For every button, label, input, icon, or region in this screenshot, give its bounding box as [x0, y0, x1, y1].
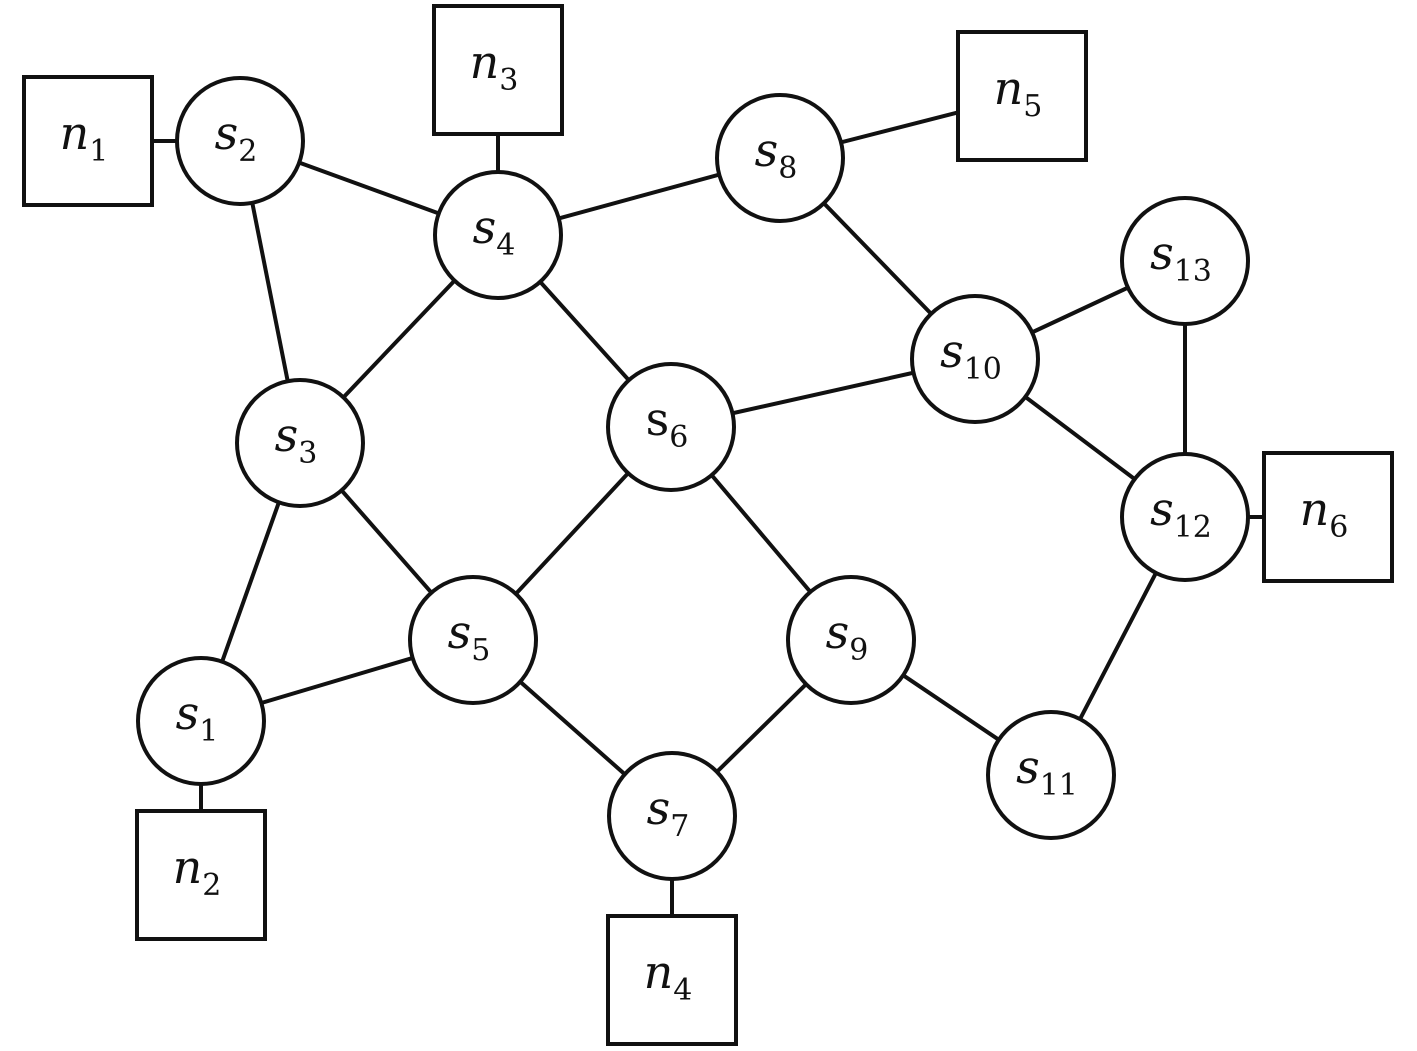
node-label-n3: n3 [470, 35, 519, 98]
switch-circle [607, 751, 737, 881]
switch-node-s12: s12 [1120, 452, 1250, 582]
node-label-base: s [1150, 226, 1174, 280]
node-label-s7: s7 [647, 781, 690, 844]
node-label-base: s [755, 123, 779, 177]
switch-node-s2: s2 [175, 76, 305, 206]
node-label-s8: s8 [755, 123, 798, 186]
node-label-subscript: 5 [1023, 89, 1042, 124]
node-label-base: s [176, 686, 200, 740]
switch-node-s13: s13 [1120, 196, 1250, 326]
switch-node-s3: s3 [235, 378, 365, 508]
node-label-base: s [473, 200, 497, 254]
node-label-base: n [644, 945, 674, 999]
node-label-subscript: 2 [238, 134, 257, 169]
host-node-n5: n5 [956, 30, 1088, 162]
switch-circle [910, 294, 1040, 424]
node-label-n4: n4 [644, 945, 693, 1008]
switch-circle [175, 76, 305, 206]
switch-node-s6: s6 [606, 362, 736, 492]
switch-node-s7: s7 [607, 751, 737, 881]
node-label-base: n [470, 35, 500, 89]
node-label-subscript: 11 [1040, 768, 1078, 803]
node-layer: s1s2s3s4s5s6s7s8s9s10s11s12s13n1n2n3n4n5… [22, 4, 1394, 1046]
node-label-base: s [275, 408, 299, 462]
switch-node-s11: s11 [986, 710, 1116, 840]
switch-node-s1: s1 [136, 656, 266, 786]
node-label-s9: s9 [826, 605, 869, 668]
node-label-base: s [1150, 482, 1174, 536]
switch-circle [606, 362, 736, 492]
switch-node-s8: s8 [715, 93, 845, 223]
node-label-s11: s11 [1016, 740, 1078, 803]
host-square [606, 914, 738, 1046]
node-label-n6: n6 [1300, 482, 1349, 545]
node-label-subscript: 6 [669, 420, 688, 455]
host-node-n1: n1 [22, 75, 154, 207]
node-label-s10: s10 [940, 324, 1002, 387]
node-label-s1: s1 [176, 686, 219, 749]
node-label-subscript: 4 [496, 228, 515, 263]
node-label-subscript: 8 [778, 151, 797, 186]
node-label-subscript: 9 [849, 633, 868, 668]
switch-circle [715, 93, 845, 223]
host-node-n3: n3 [432, 4, 564, 136]
node-label-s12: s12 [1150, 482, 1212, 545]
node-label-base: n [173, 840, 203, 894]
host-node-n6: n6 [1262, 451, 1394, 583]
host-square [135, 809, 267, 941]
node-label-subscript: 5 [471, 633, 490, 668]
node-label-base: s [215, 106, 239, 160]
node-label-base: n [994, 61, 1024, 115]
node-label-subscript: 3 [298, 436, 317, 471]
switch-circle [986, 710, 1116, 840]
node-label-base: s [647, 781, 671, 835]
host-node-n2: n2 [135, 809, 267, 941]
node-label-base: s [1016, 740, 1040, 794]
switch-circle [786, 575, 916, 705]
host-square [1262, 451, 1394, 583]
node-label-subscript: 1 [199, 714, 218, 749]
node-label-subscript: 1 [89, 134, 108, 169]
node-label-n2: n2 [173, 840, 222, 903]
host-node-n4: n4 [606, 914, 738, 1046]
node-label-base: s [826, 605, 850, 659]
node-label-subscript: 2 [202, 868, 221, 903]
switch-node-s4: s4 [433, 170, 563, 300]
node-label-subscript: 7 [670, 809, 689, 844]
switch-circle [433, 170, 563, 300]
switch-circle [1120, 196, 1250, 326]
node-label-s13: s13 [1150, 226, 1212, 289]
node-label-subscript: 13 [1174, 254, 1212, 289]
node-label-subscript: 4 [673, 973, 692, 1008]
node-label-s6: s6 [646, 392, 689, 455]
node-label-s5: s5 [448, 605, 491, 668]
node-label-s2: s2 [215, 106, 258, 169]
host-square [432, 4, 564, 136]
switch-circle [235, 378, 365, 508]
node-label-n1: n1 [60, 106, 109, 169]
node-label-subscript: 3 [499, 63, 518, 98]
node-label-base: s [448, 605, 472, 659]
host-square [956, 30, 1088, 162]
switch-circle [136, 656, 266, 786]
node-label-s3: s3 [275, 408, 318, 471]
switch-node-s5: s5 [408, 575, 538, 705]
node-label-base: s [646, 392, 670, 446]
node-label-n5: n5 [994, 61, 1043, 124]
node-label-base: n [1300, 482, 1330, 536]
node-label-subscript: 6 [1329, 510, 1348, 545]
switch-circle [1120, 452, 1250, 582]
node-label-s4: s4 [473, 200, 516, 263]
node-label-subscript: 12 [1174, 510, 1212, 545]
switch-node-s10: s10 [910, 294, 1040, 424]
switch-circle [408, 575, 538, 705]
node-label-base: s [940, 324, 964, 378]
node-label-subscript: 10 [964, 352, 1002, 387]
host-square [22, 75, 154, 207]
switch-node-s9: s9 [786, 575, 916, 705]
node-label-base: n [60, 106, 90, 160]
